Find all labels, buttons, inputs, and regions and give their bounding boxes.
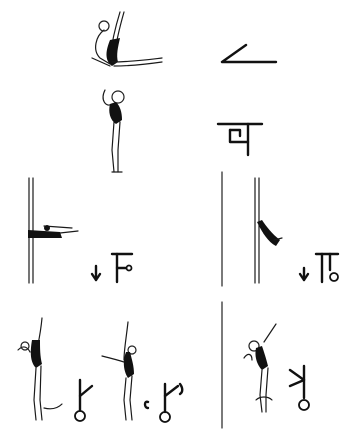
vertical-split-figure-left [28,178,78,283]
ring-balance-figure [103,90,124,172]
side-balance-figure-b [102,322,136,420]
side-balance-figure-c [244,324,276,412]
tee-symbol-right [300,254,338,282]
split-prone-figure [92,12,162,66]
angle-symbol [222,45,276,62]
balance-symbol-c [290,366,309,410]
vertical-split-figure-right [255,178,282,283]
tee-symbol-left [92,254,132,282]
balance-symbol-a [75,380,92,421]
side-balance-figure-a [18,318,62,420]
balance-symbol-b [145,384,182,422]
ring-symbol [218,124,262,155]
